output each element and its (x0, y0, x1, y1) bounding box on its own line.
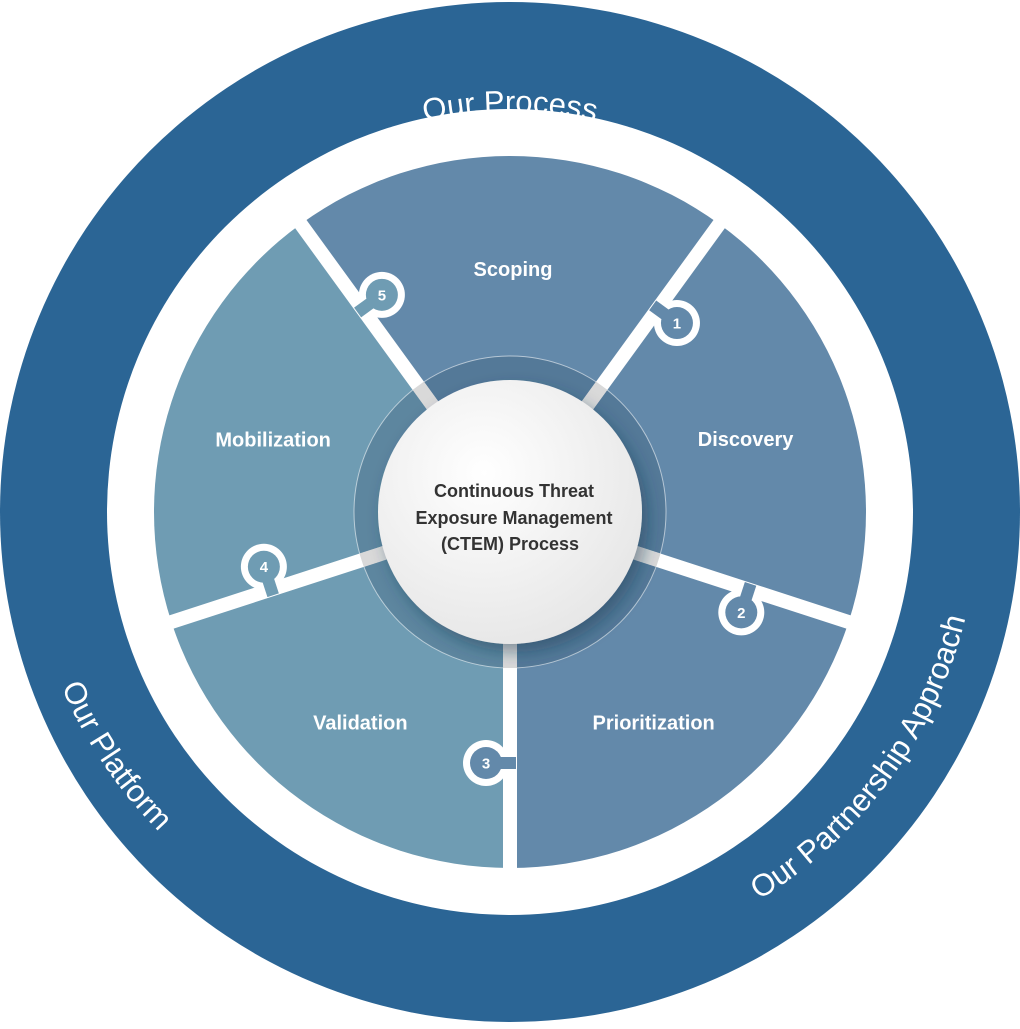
segment-label-validation: Validation (313, 713, 407, 735)
knob-fill (660, 307, 693, 340)
segment-label-mobilization: Mobilization (215, 429, 331, 451)
segment-label-discovery: Discovery (698, 429, 794, 451)
center-disk (378, 380, 642, 644)
step-number-2: 2 (737, 605, 745, 622)
halo-divider (359, 544, 391, 567)
step-number-1: 1 (673, 316, 681, 333)
step-number-4: 4 (260, 559, 269, 576)
segment-label-prioritization: Prioritization (593, 713, 715, 735)
center-title-line-2: Exposure Management (415, 508, 612, 528)
center-title-line-1: Continuous Threat (434, 481, 594, 501)
halo-divider (629, 544, 661, 567)
puzzle-knobs: 1 2 3 4 5 (240, 271, 765, 786)
segment-scoping (300, 156, 720, 513)
knob-fill (470, 747, 502, 779)
step-number-5: 5 (378, 287, 386, 304)
knob-fill (725, 596, 758, 629)
segment-label-scoping: Scoping (474, 259, 553, 281)
halo-divider (412, 381, 441, 413)
halo-dividers (359, 381, 661, 668)
center-title-line-3: (CTEM) Process (441, 534, 579, 554)
step-number-3: 3 (482, 756, 490, 773)
halo-divider (579, 381, 608, 413)
knob-fill (365, 278, 398, 311)
knob-fill (247, 550, 280, 583)
